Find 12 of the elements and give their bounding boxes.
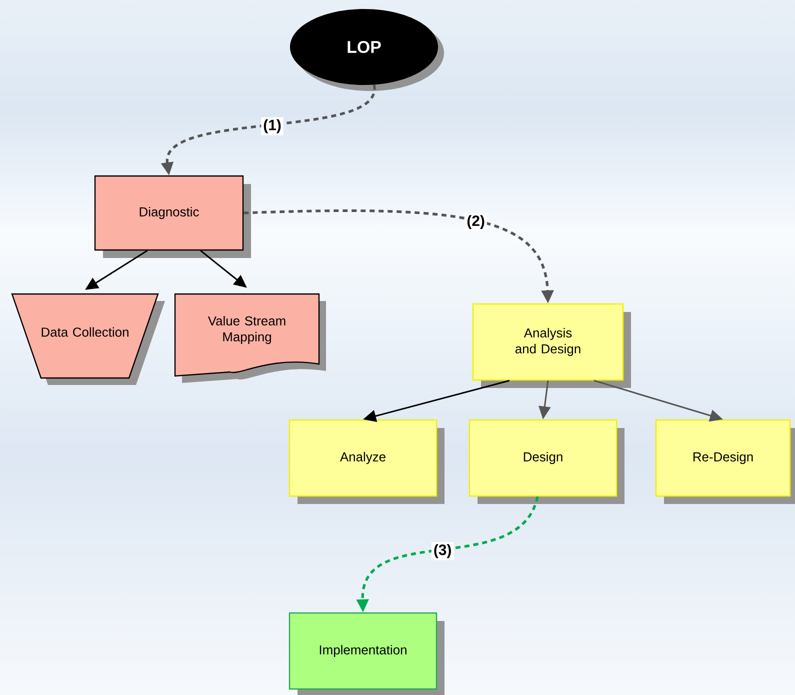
process-box: Analysis and Design	[472, 303, 631, 388]
ellipse-node: LOP	[290, 9, 444, 91]
document-node: Value Stream Mapping	[174, 293, 326, 383]
edge-label: (3)	[431, 542, 454, 560]
edge-label: (1)	[261, 117, 284, 136]
process-box: Re-Design	[655, 419, 795, 504]
process-box: Analyze	[288, 419, 444, 504]
edge-label: (2)	[464, 213, 487, 231]
process-box: Design	[468, 419, 624, 504]
process-box: Implementation	[288, 612, 444, 695]
trapezoid-node: Data Collection	[11, 293, 165, 385]
process-box: Diagnostic	[94, 175, 251, 258]
